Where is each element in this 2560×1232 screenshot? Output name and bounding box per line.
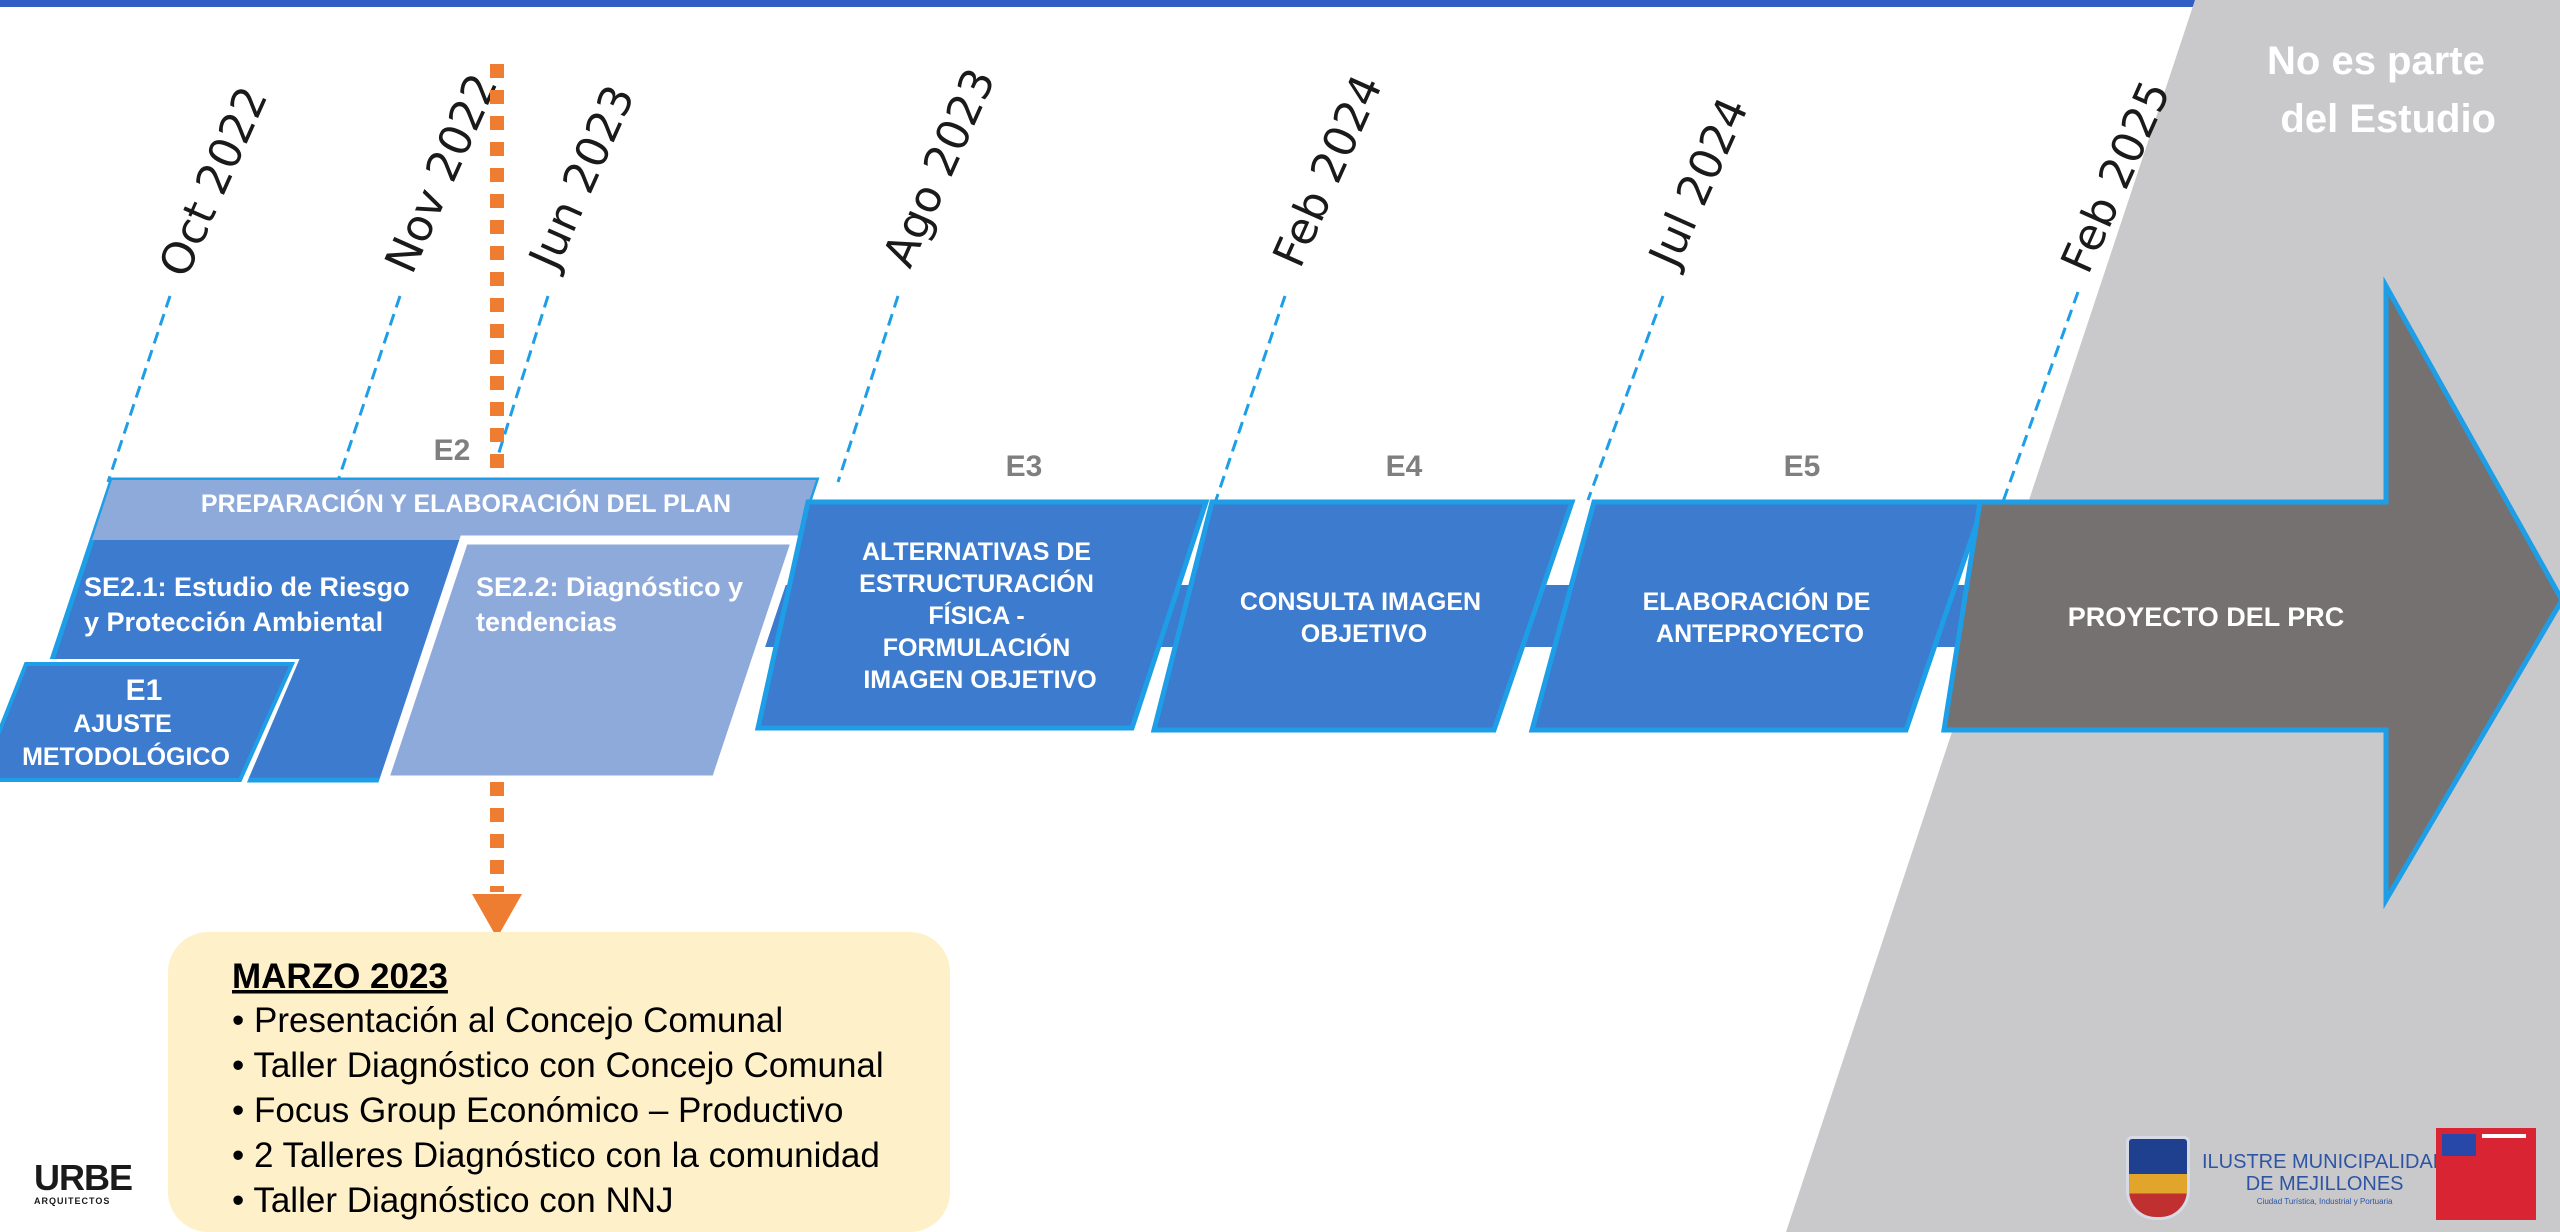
urbe-logo: URBE ARQUITECTOS (34, 1157, 133, 1207)
date-label: Jun 2023 (518, 78, 645, 279)
municipality-logo: ILUSTRE MUNICIPALIDAD DE MEJILLONES Ciud… (2126, 1136, 2447, 1220)
e1-label: AJUSTE METODOLÓGICO (22, 710, 230, 771)
date-label: Jul 2024 (1638, 90, 1759, 277)
no-study-label: No es parte del Estudio (2267, 39, 2496, 141)
prc-label: PROYECTO DEL PRC (2068, 602, 2345, 632)
e5-box (1528, 499, 1988, 733)
e2-tag: E2 (434, 434, 471, 467)
note-item: • Presentación al Concejo Comunal (232, 1001, 783, 1040)
top-bar (0, 0, 2560, 7)
e3-box (754, 499, 1210, 731)
date-label: Ago 2023 (873, 61, 1005, 274)
marker-arrowhead (472, 894, 522, 938)
e1-tag: E1 (126, 674, 163, 707)
chile-emblem-icon (2442, 1134, 2476, 1156)
note-item: • Taller Diagnóstico con NNJ (232, 1181, 674, 1220)
e3-label: ALTERNATIVAS DE ESTRUCTURACIÓN FÍSICA - … (859, 538, 1101, 694)
e5-tag: E5 (1784, 450, 1821, 483)
se22-box (377, 535, 803, 785)
prc-arrow (1941, 276, 2560, 910)
seremi-logo (2436, 1128, 2536, 1220)
e4-label: CONSULTA IMAGEN OBJETIVO (1240, 588, 1488, 648)
e2-header-label: PREPARACIÓN Y ELABORACIÓN DEL PLAN (201, 488, 731, 518)
note-item: • Focus Group Económico – Productivo (232, 1091, 843, 1130)
date-label: Nov 2022 (375, 66, 508, 280)
e2-header-band (92, 480, 816, 540)
e1-box (0, 662, 296, 782)
note-item: • Taller Diagnóstico con Concejo Comunal (232, 1046, 884, 1085)
date-label: Oct 2022 (149, 79, 278, 284)
e4-tag: E4 (1386, 450, 1423, 483)
note-item: • 2 Talleres Diagnóstico con la comunida… (232, 1136, 880, 1175)
se21-label: SE2.1: Estudio de Riesgo y Protección Am… (84, 572, 417, 637)
municipality-shield-icon (2126, 1136, 2190, 1220)
e5-label: ELABORACIÓN DE ANTEPROYECTO (1643, 586, 1878, 648)
se22-label: SE2.2: Diagnóstico y tendencias (476, 572, 751, 637)
date-labels: Oct 2022 Nov 2022 Jun 2023 Ago 2023 Feb … (149, 61, 2181, 284)
note-title: MARZO 2023 (232, 957, 448, 996)
march-2023-marker (472, 64, 522, 938)
note-box (168, 932, 950, 1232)
date-label: Feb 2024 (1263, 67, 1393, 274)
e3-tag: E3 (1006, 450, 1043, 483)
e4-box (1150, 499, 1576, 733)
